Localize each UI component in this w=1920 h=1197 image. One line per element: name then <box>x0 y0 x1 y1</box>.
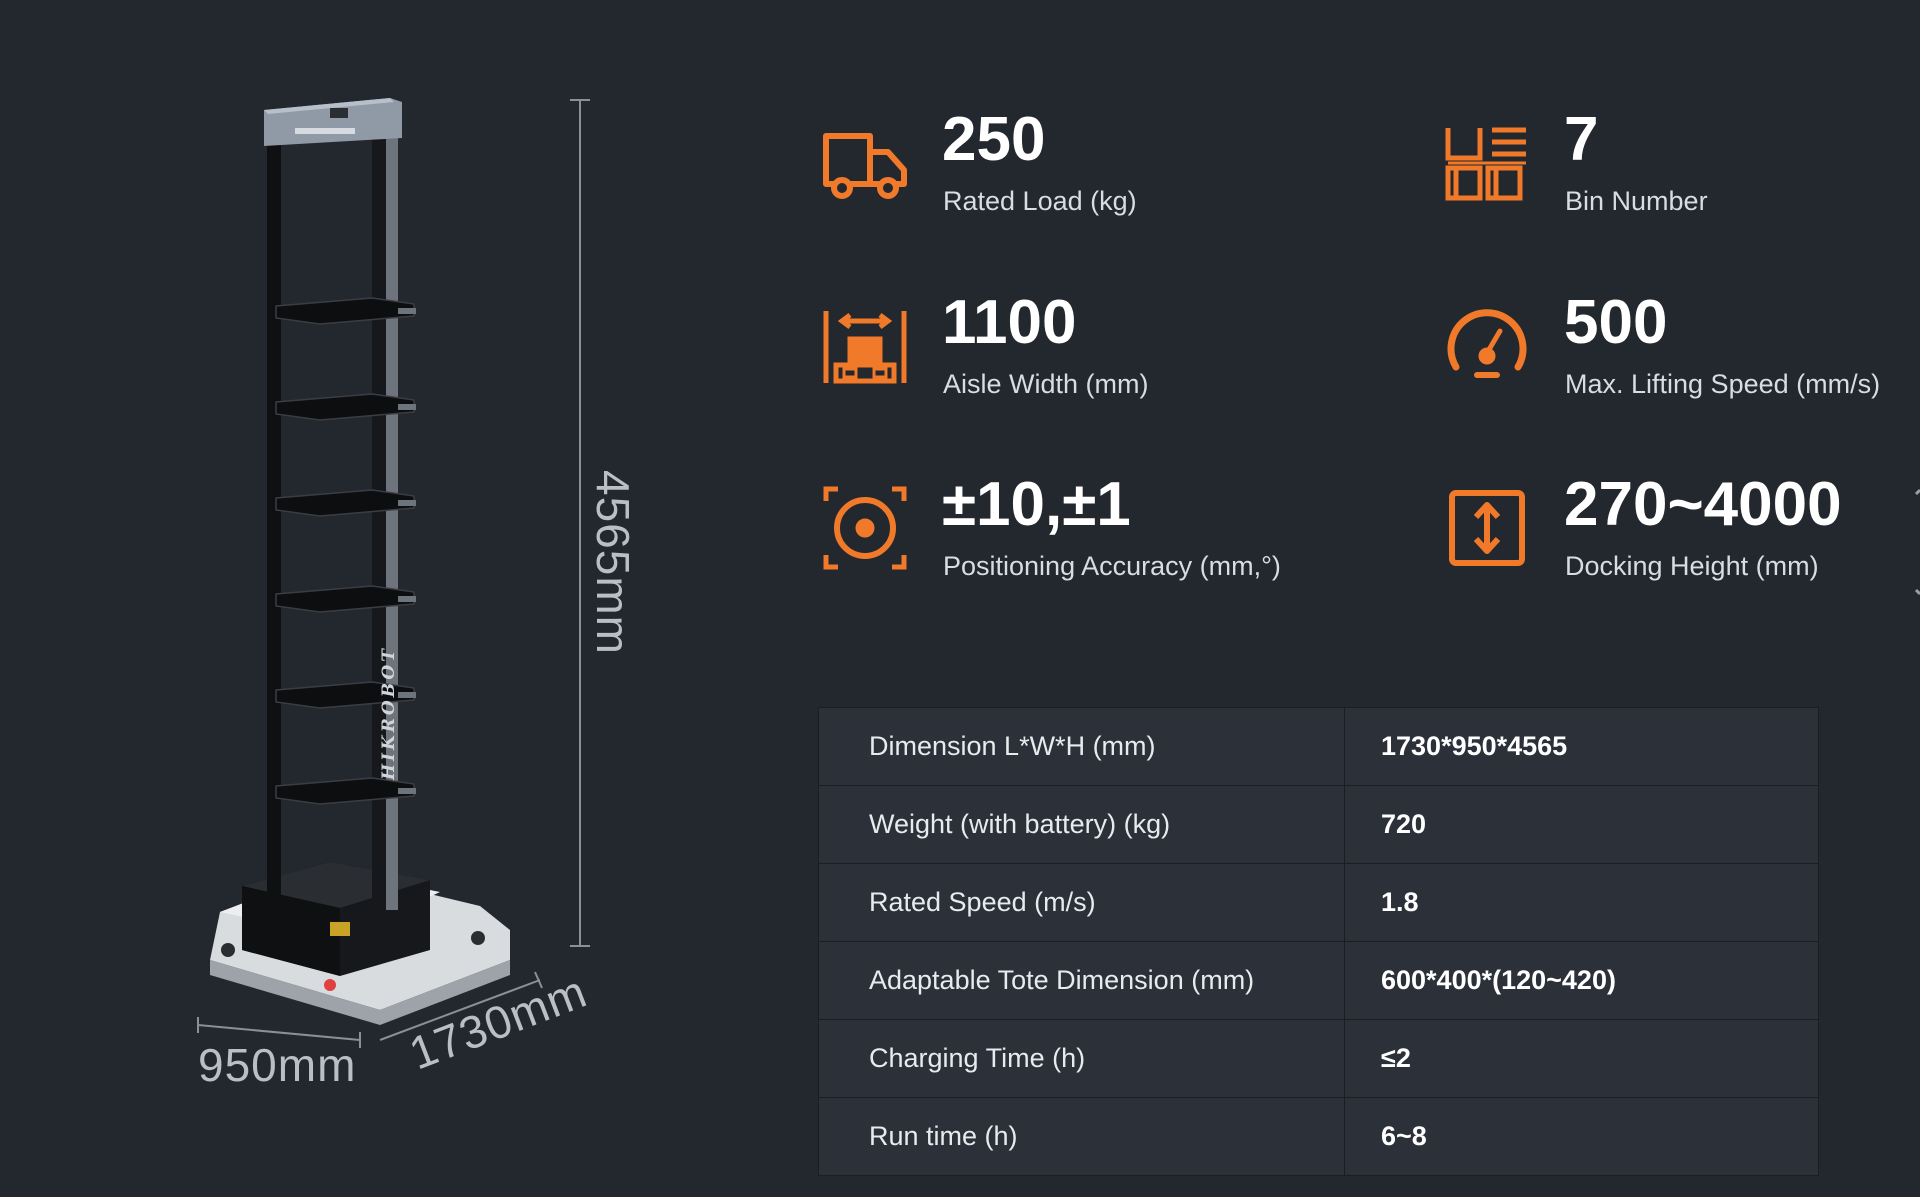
table-param-cell: Weight (with battery) (kg) <box>818 785 1345 864</box>
spec-positioning-accuracy: ±10,±1 Positioning Accuracy (mm,°) <box>820 469 1420 589</box>
spec-docking-height: 270~4000 Docking Height (mm) <box>1442 469 1920 589</box>
rated-load-value: 250 <box>942 105 1046 174</box>
positioning-accuracy-label: Positioning Accuracy (mm,°) <box>943 551 1281 581</box>
docking-height-value: 270~4000 <box>1564 470 1842 539</box>
bin-number-label: Bin Number <box>1565 186 1708 216</box>
robot-drawing: HIKROBOT <box>197 98 590 1048</box>
height-dimension-label: 4565mm <box>587 470 639 655</box>
table-param-cell: Dimension L*W*H (mm) <box>818 707 1345 786</box>
table-value-cell: 6~8 <box>1344 1097 1819 1176</box>
bin-number-value: 7 <box>1564 105 1599 174</box>
target-icon <box>820 483 910 573</box>
lifting-speed-label: Max. Lifting Speed (mm/s) <box>1565 369 1881 399</box>
aisle-width-label: Aisle Width (mm) <box>943 369 1149 399</box>
table-row: Run time (h) 6~8 <box>818 1097 1819 1176</box>
table-param-cell: Rated Speed (m/s) <box>818 863 1345 942</box>
bins-icon <box>1442 118 1532 208</box>
table-row: Adaptable Tote Dimension (mm) 600*400*(1… <box>818 941 1819 1020</box>
table-value-cell: ≤2 <box>1344 1019 1819 1098</box>
aisle-width-value: 1100 <box>942 288 1077 357</box>
spec-aisle-width: 1100 Aisle Width (mm) <box>820 287 1420 407</box>
aisle-width-icon <box>820 301 910 391</box>
table-value-cell: 600*400*(120~420) <box>1344 941 1819 1020</box>
docking-height-label: Docking Height (mm) <box>1565 551 1819 581</box>
speedometer-icon <box>1442 301 1532 391</box>
spec-bin-number: 7 Bin Number <box>1442 104 1920 224</box>
truck-icon <box>820 118 910 208</box>
spec-rated-load: 250 Rated Load (kg) <box>820 104 1420 224</box>
vertical-arrows-icon <box>1442 483 1532 573</box>
positioning-accuracy-value: ±10,±1 <box>942 470 1131 539</box>
table-value-cell: 1730*950*4565 <box>1344 707 1819 786</box>
table-row: Charging Time (h) ≤2 <box>818 1019 1819 1098</box>
spec-table: Dimension L*W*H (mm) 1730*950*4565 Weigh… <box>818 707 1819 1176</box>
table-value-cell: 720 <box>1344 785 1819 864</box>
brand-logo-text: HIKROBOT <box>379 646 399 781</box>
cropped-edge-marks <box>1914 488 1920 596</box>
table-param-cell: Run time (h) <box>818 1097 1345 1176</box>
lifting-speed-value: 500 <box>1564 288 1668 357</box>
table-param-cell: Adaptable Tote Dimension (mm) <box>818 941 1345 1020</box>
table-value-cell: 1.8 <box>1344 863 1819 942</box>
table-row: Rated Speed (m/s) 1.8 <box>818 863 1819 942</box>
rated-load-label: Rated Load (kg) <box>943 186 1137 216</box>
table-row: Weight (with battery) (kg) 720 <box>818 785 1819 864</box>
table-param-cell: Charging Time (h) <box>818 1019 1345 1098</box>
robot-illustration: HIKROBOT <box>180 80 700 1120</box>
table-row: Dimension L*W*H (mm) 1730*950*4565 <box>818 707 1819 786</box>
spec-lifting-speed: 500 Max. Lifting Speed (mm/s) <box>1442 287 1920 407</box>
width-dimension-label: 950mm <box>198 1039 357 1091</box>
